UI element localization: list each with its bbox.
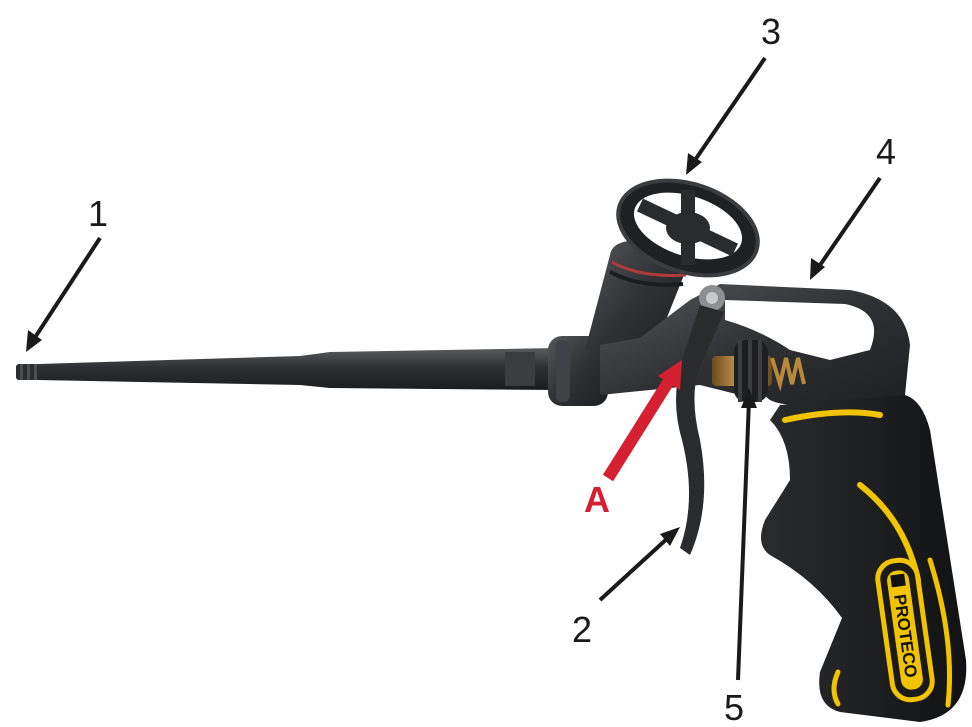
- arrow-4: [816, 176, 882, 270]
- foam-gun-icon: PROTECO: [16, 178, 967, 722]
- proteco-logo: PROTECO: [875, 557, 935, 703]
- trigger-pivot: [699, 285, 725, 311]
- label-a: A: [584, 479, 610, 520]
- barrel: [38, 348, 555, 390]
- label-5: 5: [724, 687, 744, 727]
- callout-arrows: [26, 56, 882, 681]
- label-1: 1: [88, 193, 108, 234]
- nozzle-tip: [16, 364, 40, 380]
- arrow-2: [598, 534, 672, 602]
- label-2: 2: [572, 609, 592, 650]
- barrel-coupling: [548, 336, 608, 406]
- label-3: 3: [761, 11, 781, 52]
- arrow-5: [736, 399, 751, 681]
- callout-labels: 1 2 3 4 5 A: [88, 11, 896, 727]
- arrow-3: [691, 56, 767, 165]
- handle-grip: [761, 395, 967, 722]
- flow-adjust-screw: [712, 340, 806, 402]
- label-4: 4: [876, 131, 896, 172]
- arrow-a: [602, 372, 678, 482]
- trigger: [676, 305, 724, 555]
- can-adapter-ring: [616, 178, 760, 278]
- arrow-1: [30, 236, 102, 344]
